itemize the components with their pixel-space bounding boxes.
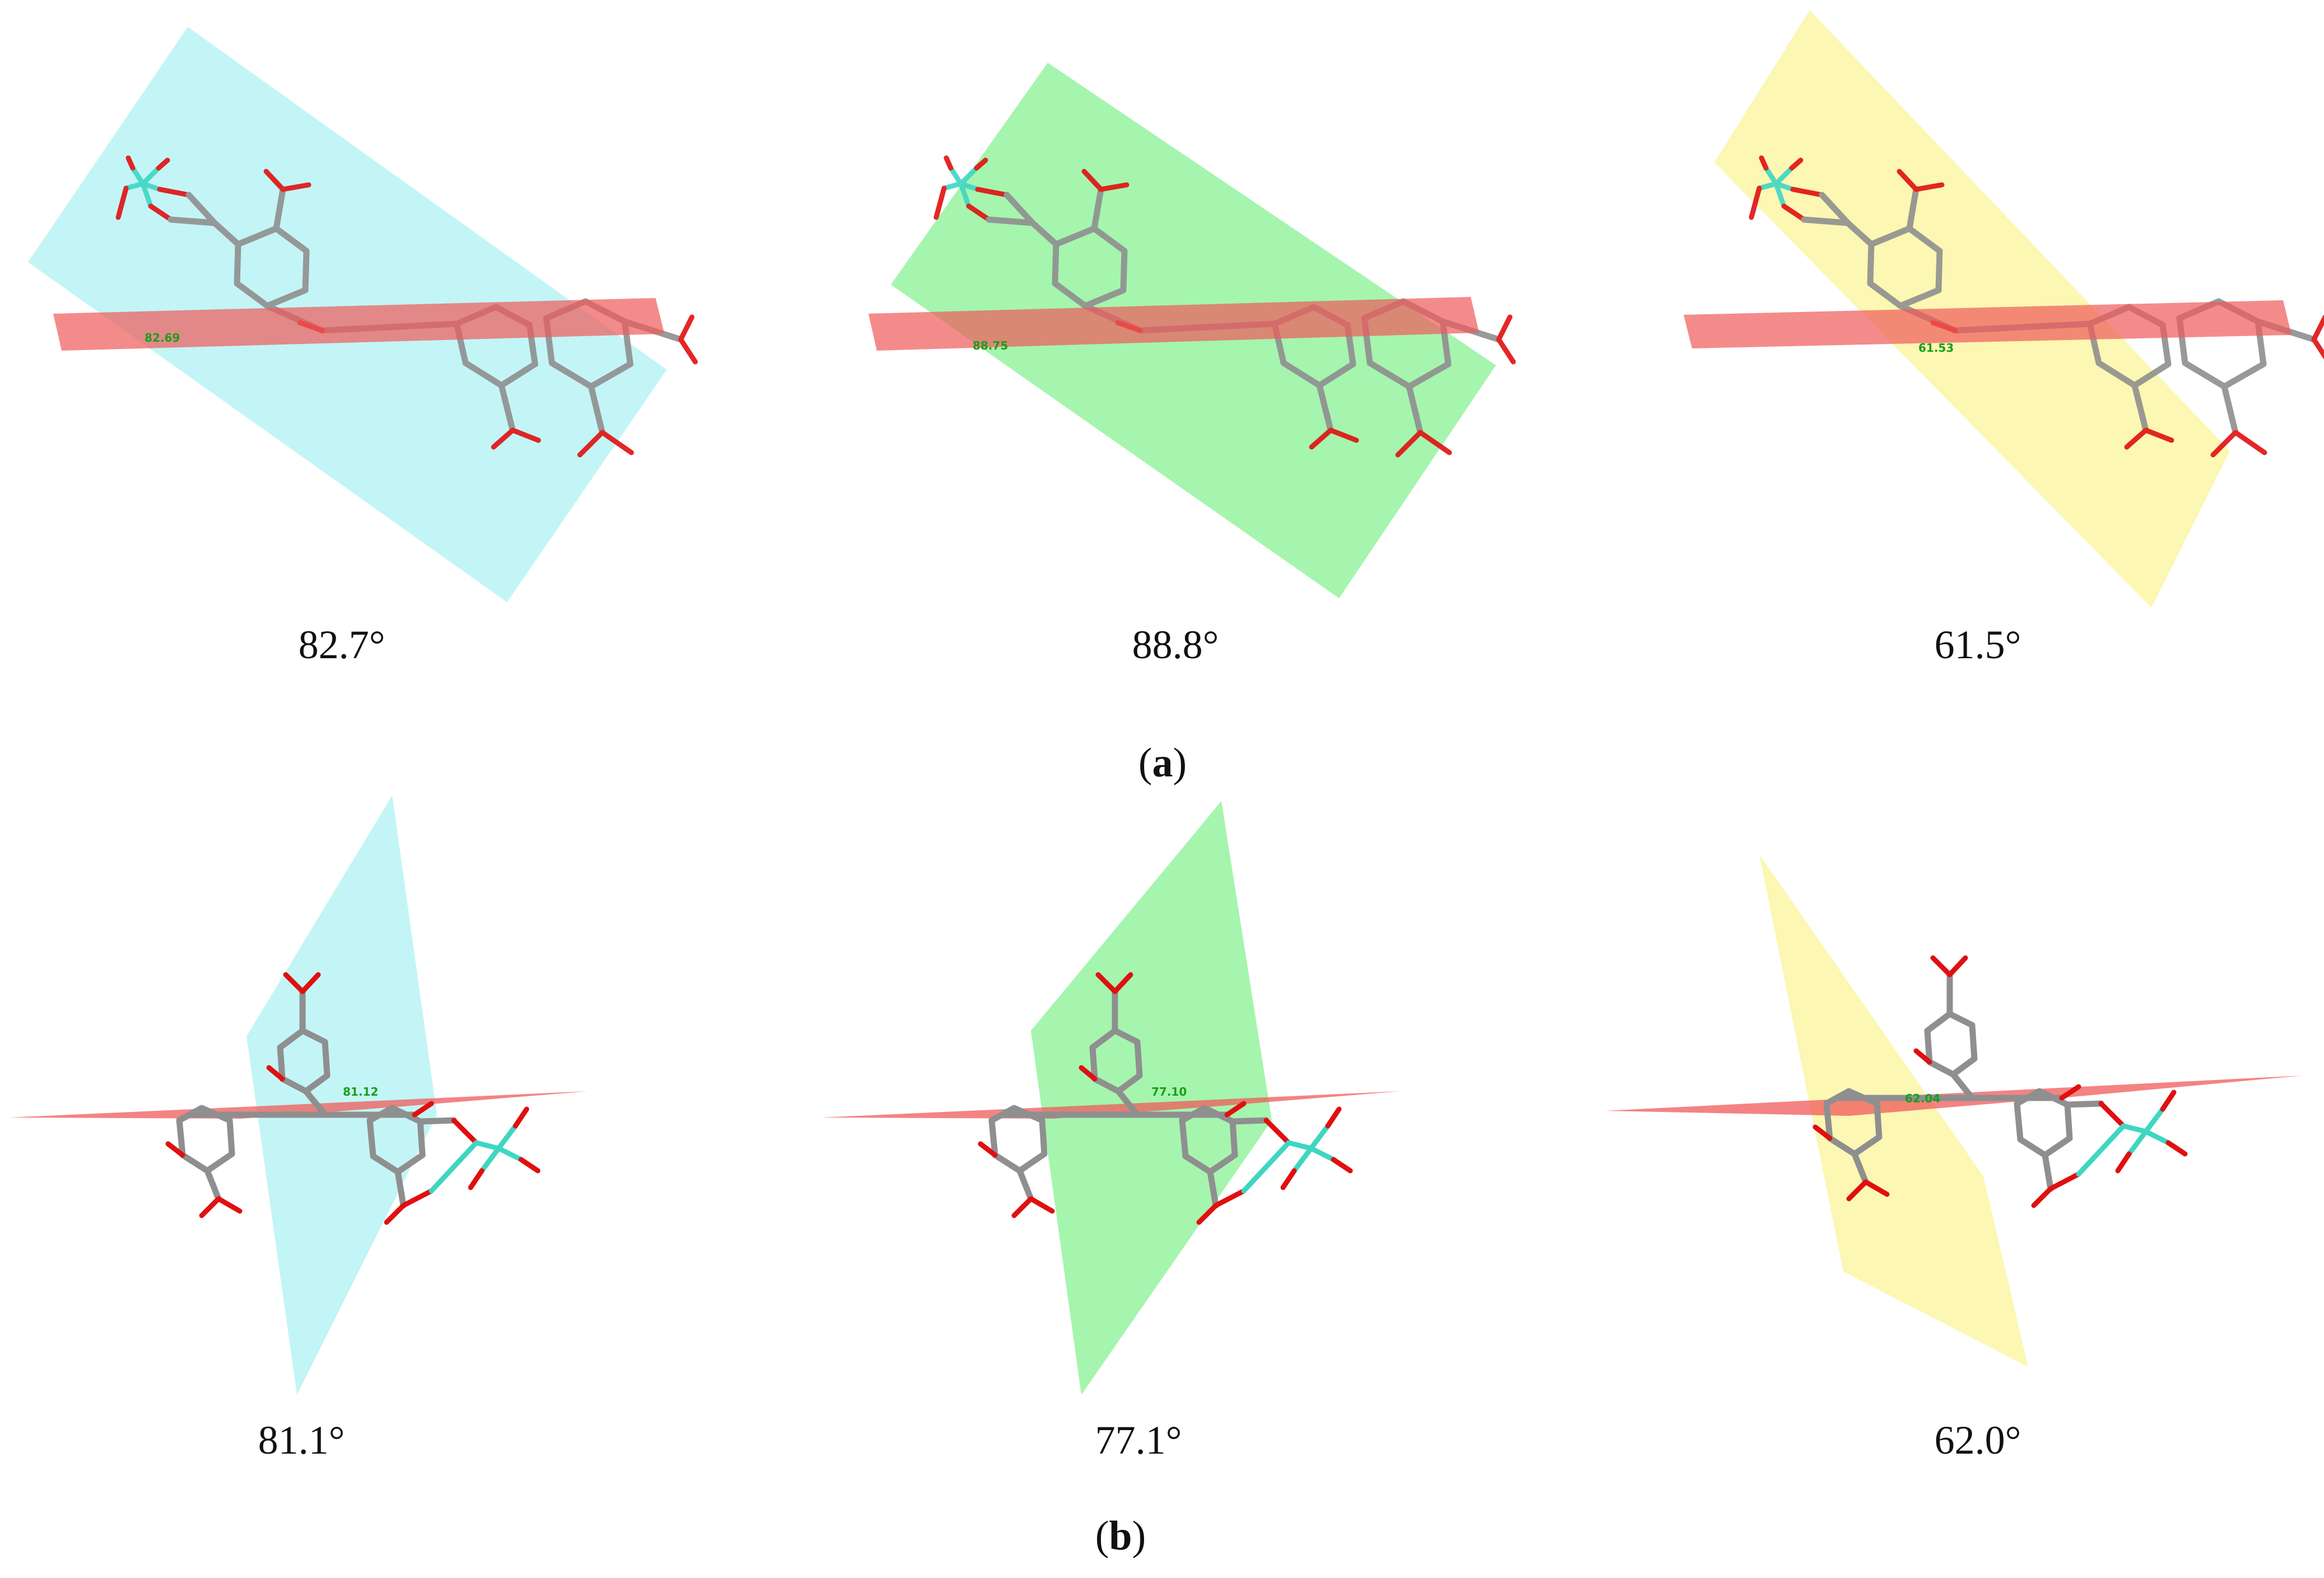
- angle-caption-a1: 82.7°: [298, 622, 385, 667]
- panel-a-view-3: 61.53: [1684, 10, 2324, 608]
- reference-plane: [868, 297, 1479, 351]
- panel-label-b: (b): [1095, 1513, 1146, 1559]
- measured-angle-label: 77.10: [1151, 1085, 1187, 1098]
- panel-a-view-1: 82.69: [28, 27, 695, 602]
- test-plane: [247, 795, 437, 1395]
- measured-angle-label: 82.69: [145, 331, 180, 345]
- measured-angle-label: 81.12: [343, 1085, 378, 1098]
- measured-angle-label: 62.04: [1905, 1092, 1940, 1105]
- reference-plane: [53, 298, 664, 351]
- measured-angle-label: 88.75: [973, 339, 1008, 352]
- reference-plane: [1684, 300, 2292, 348]
- measured-angle-label: 61.53: [1918, 341, 1954, 355]
- angle-caption-a2: 88.8°: [1132, 622, 1219, 667]
- angle-caption-b3: 62.0°: [1934, 1418, 2021, 1463]
- reference-plane: [8, 1091, 588, 1119]
- panel-a-view-2: 88.75: [868, 63, 1513, 598]
- reference-plane: [821, 1091, 1401, 1119]
- panel-label-a: (a): [1138, 740, 1187, 786]
- test-plane: [1031, 801, 1272, 1395]
- angle-caption-b2: 77.1°: [1095, 1418, 1182, 1463]
- panel-b-view-2: 77.10: [821, 801, 1401, 1395]
- angle-caption-a3: 61.5°: [1934, 622, 2021, 667]
- panel-b-view-3: 62.04: [1605, 854, 2303, 1367]
- panel-b-view-1: 81.12: [8, 795, 588, 1395]
- angle-caption-b1: 81.1°: [258, 1418, 345, 1463]
